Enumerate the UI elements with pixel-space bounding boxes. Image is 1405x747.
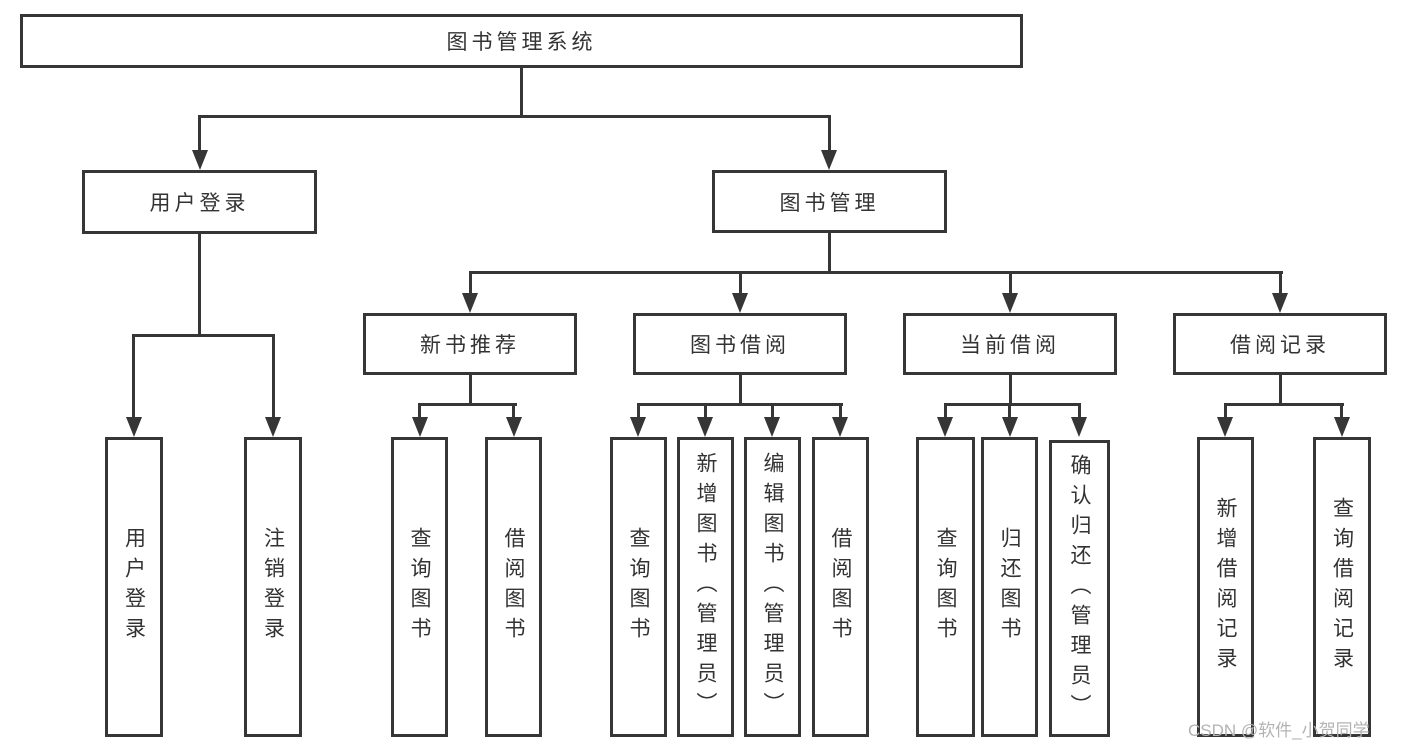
leaf-label: 归还图书 (998, 527, 1021, 647)
node-root-label: 图书管理系统 (446, 31, 597, 54)
leaf-return-books: 归还图书 (981, 437, 1038, 737)
leaf-label: 新增图书（管理员） (694, 452, 717, 722)
connector-line (272, 334, 275, 419)
arrow-down-icon (1071, 417, 1087, 437)
connector-line (739, 271, 742, 299)
node-root: 图书管理系统 (20, 14, 1023, 68)
leaf-borrow-books-recommend: 借阅图书 (485, 437, 542, 737)
arrow-down-icon (1002, 417, 1018, 437)
arrow-down-icon (630, 417, 646, 437)
arrow-down-icon (1272, 293, 1288, 313)
leaf-query-books-recommend: 查询图书 (391, 437, 448, 737)
arrow-down-icon (937, 417, 953, 437)
leaf-logout-label: 注销登录 (261, 527, 285, 647)
leaf-confirm-return-admin: 确认归还（管理员） (1049, 440, 1110, 737)
leaf-user-login-label: 用户登录 (122, 527, 146, 647)
connector-line (1009, 375, 1012, 406)
connector-line (704, 403, 707, 420)
node-new-book-recommend: 新书推荐 (363, 313, 577, 375)
connector-line (771, 403, 774, 420)
connector-line (198, 234, 201, 336)
leaf-label: 确认归还（管理员） (1068, 453, 1091, 724)
leaf-label: 查询借阅记录 (1330, 497, 1354, 677)
node-book-borrowing-label: 图书借阅 (690, 334, 790, 357)
connector-line (637, 403, 640, 420)
connector-line (1078, 403, 1081, 420)
leaf-add-books-admin: 新增图书（管理员） (677, 437, 734, 737)
node-borrowing-records-label: 借阅记录 (1230, 334, 1330, 357)
connector-line (637, 403, 843, 406)
connector-line (1279, 271, 1282, 299)
connector-line (198, 115, 831, 118)
arrow-down-icon (697, 417, 713, 437)
leaf-add-borrow-record: 新增借阅记录 (1197, 437, 1254, 737)
connector-line (739, 375, 742, 406)
arrow-down-icon (732, 293, 748, 313)
arrow-down-icon (192, 150, 208, 170)
connector-line (828, 115, 831, 153)
arrow-down-icon (462, 293, 478, 313)
arrow-down-icon (832, 417, 848, 437)
node-book-management: 图书管理 (712, 170, 947, 233)
leaf-query-books-borrowing: 查询图书 (610, 437, 667, 737)
connector-line (198, 115, 201, 153)
connector-line (418, 403, 421, 420)
connector-line (132, 334, 135, 419)
leaf-query-borrow-record: 查询借阅记录 (1313, 437, 1371, 737)
connector-line (1009, 271, 1012, 299)
arrow-down-icon (1334, 417, 1350, 437)
arrow-down-icon (126, 417, 142, 437)
node-new-book-recommend-label: 新书推荐 (420, 334, 520, 357)
connector-line (132, 334, 275, 337)
connector-line (1340, 403, 1343, 420)
connector-line (1224, 403, 1227, 420)
arrow-down-icon (1217, 417, 1233, 437)
leaf-query-books-current: 查询图书 (916, 437, 975, 737)
leaf-label: 编辑图书（管理员） (761, 452, 784, 722)
arrow-down-icon (821, 150, 837, 170)
node-user-login-label: 用户登录 (149, 192, 250, 215)
connector-line (944, 403, 1081, 406)
connector-line (1224, 403, 1344, 406)
leaf-edit-books-admin: 编辑图书（管理员） (744, 437, 801, 737)
arrow-down-icon (764, 417, 780, 437)
connector-line (1008, 403, 1011, 420)
leaf-label: 查询图书 (934, 527, 957, 647)
leaf-label: 查询图书 (408, 527, 431, 647)
leaf-label: 借阅图书 (502, 527, 525, 647)
connector-line (469, 375, 472, 406)
connector-line (839, 403, 842, 420)
node-book-management-label: 图书管理 (779, 191, 880, 215)
connector-line (469, 271, 472, 299)
node-current-borrowing: 当前借阅 (903, 313, 1117, 375)
node-book-borrowing: 图书借阅 (633, 313, 847, 375)
leaf-label: 查询图书 (627, 527, 650, 647)
connector-line (418, 403, 517, 406)
connector-line (828, 233, 831, 274)
arrow-down-icon (1002, 293, 1018, 313)
node-user-login: 用户登录 (82, 170, 317, 234)
arrow-down-icon (265, 417, 281, 437)
connector-line (520, 68, 523, 118)
arrow-down-icon (412, 417, 428, 437)
connector-line (1279, 375, 1282, 406)
node-borrowing-records: 借阅记录 (1173, 313, 1387, 375)
arrow-down-icon (506, 417, 522, 437)
leaf-label: 新增借阅记录 (1214, 497, 1237, 677)
leaf-logout: 注销登录 (244, 437, 302, 737)
watermark-text: CSDN @软件_小贺同学 (1188, 721, 1370, 740)
connector-line (469, 271, 1283, 274)
leaf-borrow-books: 借阅图书 (812, 437, 869, 737)
connector-line (944, 403, 947, 420)
leaf-user-login: 用户登录 (105, 437, 163, 737)
node-current-borrowing-label: 当前借阅 (960, 334, 1060, 357)
leaf-label: 借阅图书 (829, 527, 852, 647)
connector-line (512, 403, 515, 420)
